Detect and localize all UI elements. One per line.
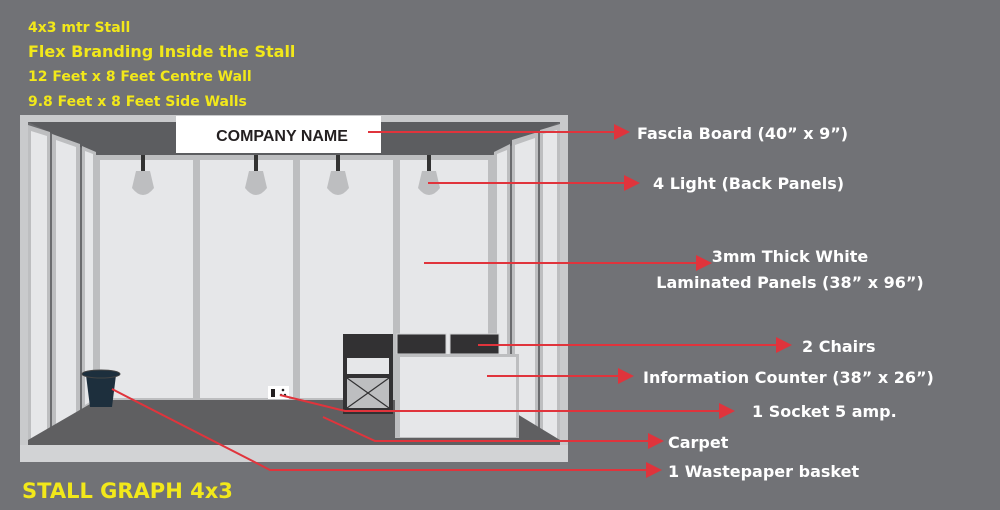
panels-label-line-1: 3mm Thick White	[712, 247, 869, 266]
fascia-label: Fascia Board (40” x 9”)	[637, 124, 848, 143]
socket-arrow	[279, 394, 735, 419]
left-side-wall	[28, 125, 96, 445]
light-icon	[327, 155, 349, 195]
counter-label: Information Counter (38” x 26”)	[643, 368, 934, 387]
light-icon	[132, 155, 154, 195]
wastepaper-basket-icon	[81, 369, 121, 407]
lights-label: 4 Light (Back Panels)	[653, 174, 844, 193]
basket-label: 1 Wastepaper basket	[668, 462, 859, 481]
back-wall-panels	[95, 155, 495, 402]
carpet-label: Carpet	[668, 433, 729, 452]
information-counter	[395, 333, 519, 438]
header-line-3: 12 Feet x 8 Feet Centre Wall	[28, 69, 252, 85]
header-line-2: Flex Branding Inside the Stall	[28, 42, 295, 61]
fascia-company-name: COMPANY NAME	[216, 128, 348, 145]
callout-lines	[111, 124, 792, 478]
header-line-4: 9.8 Feet x 8 Feet Side Walls	[28, 94, 247, 110]
fascia-board	[176, 116, 381, 153]
chair-icon	[343, 334, 393, 414]
carpet-arrow	[322, 416, 664, 449]
header-line-1: 4x3 mtr Stall	[28, 20, 130, 36]
chairs-label: 2 Chairs	[802, 337, 876, 356]
stall-graph-title: STALL GRAPH 4x3	[22, 479, 233, 503]
stall-frame	[20, 115, 568, 462]
light-icon	[245, 155, 267, 195]
panels-label-line-2: Laminated Panels (38” x 96”)	[656, 273, 923, 292]
socket-label: 1 Socket 5 amp.	[752, 402, 897, 421]
basket-arrow	[111, 388, 662, 478]
